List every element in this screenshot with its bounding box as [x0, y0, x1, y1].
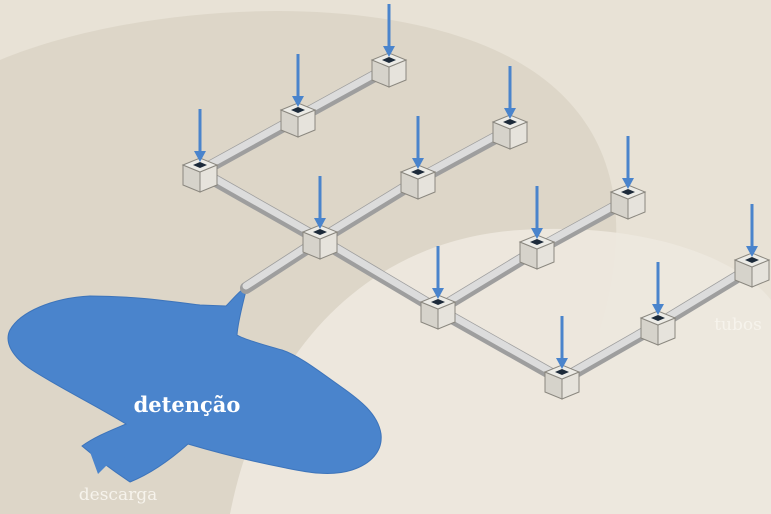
pipes-label: tubos [714, 315, 762, 335]
drain-grate-icon [555, 369, 569, 375]
drain-grate-icon [745, 257, 759, 263]
down-arrow-icon [652, 262, 664, 315]
down-arrow-icon [504, 66, 516, 119]
discharge-label: descarga [79, 485, 157, 505]
drain-grate-icon [621, 189, 635, 195]
inlet-box [491, 114, 529, 150]
drain-grate-icon [193, 162, 207, 168]
inlet-box [370, 52, 408, 88]
down-arrow-icon [412, 116, 424, 169]
drain-grate-icon [651, 315, 665, 321]
rain-arrows [194, 4, 758, 369]
drain-grate-icon [291, 107, 305, 113]
inlet-box [609, 184, 647, 220]
detention-label: detenção [134, 392, 241, 417]
inlet-box [181, 157, 219, 193]
down-arrow-icon [432, 246, 444, 299]
down-arrow-icon [194, 109, 206, 162]
down-arrow-icon [556, 316, 568, 369]
inlet-box [639, 310, 677, 346]
down-arrow-icon [622, 136, 634, 189]
drain-grate-icon [313, 229, 327, 235]
inlet-box [419, 294, 457, 330]
drain-grate-icon [382, 57, 396, 63]
inlet-boxes [181, 52, 771, 400]
inlet-box [733, 252, 771, 288]
detention-basin [7, 285, 382, 483]
drain-grate-icon [503, 119, 517, 125]
drain-grate-icon [530, 239, 544, 245]
down-arrow-icon [383, 4, 395, 57]
down-arrow-icon [531, 186, 543, 239]
drain-grate-icon [431, 299, 445, 305]
inlet-box [399, 164, 437, 200]
discharge-arrow-icon [90, 448, 150, 474]
inlet-box [279, 102, 317, 138]
down-arrow-icon [746, 204, 758, 257]
inlet-box [543, 364, 581, 400]
drain-grate-icon [411, 169, 425, 175]
inlet-box [301, 224, 339, 260]
inlet-box [518, 234, 556, 270]
down-arrow-icon [314, 176, 326, 229]
down-arrow-icon [292, 54, 304, 107]
